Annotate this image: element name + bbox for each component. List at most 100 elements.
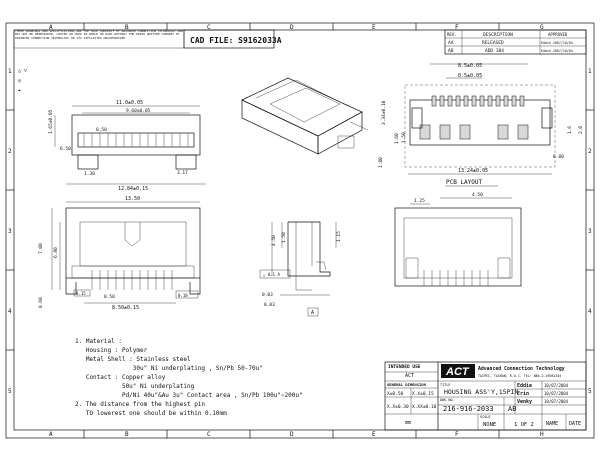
tol-1b: X.X±0.15 (412, 391, 434, 397)
dim-front-tol2: 0.18 (178, 293, 188, 298)
approved-date: 10/07/2004 (544, 399, 569, 404)
dim-top-pitch: 9.60±0.05 (126, 108, 151, 114)
drawing-title: HOUSING ASS'Y,15PIN (444, 388, 518, 396)
general-dim-label: GENERAL DIMENSION (387, 382, 427, 387)
note-line-8: TO lowerest one should be within 0.10mm (75, 410, 227, 417)
dim-front-h2: 6.80 (53, 247, 59, 258)
col-A: A (49, 24, 53, 31)
dim-bot-w2: 4.50 (472, 192, 483, 198)
dim-side-h3: 1.15 (336, 231, 342, 242)
intended-use-value: ACT (405, 373, 414, 379)
dim-front-pin: 0.50 (104, 294, 115, 300)
dim-front-tol: 0.15 (76, 291, 86, 296)
scale-value: NONE (483, 422, 496, 428)
col-G: G (540, 24, 544, 31)
note-line-4: Contact : Copper alloy (75, 374, 166, 381)
note-line-2: Metal Shell : Stainless steel (75, 356, 191, 363)
dim-front-h1: 7.00 (38, 243, 44, 254)
dim-top-span: 12.84±0.15 (118, 186, 148, 192)
units: mm (405, 420, 411, 426)
dim-pcb-h4: 1.80 (378, 157, 384, 168)
inner-frame (13, 29, 587, 431)
dim-side-h1: 4.50 (271, 235, 277, 246)
top-view: 11.0±0.05 9.60±0.05 0.50 1.65±0.05 1.30 … (48, 100, 206, 192)
notes: 1. Material : Housing : Polymer Metal Sh… (75, 338, 303, 417)
company-sub: TAIPEI, TAIWAN, R.O.C. TEL: 886-2-269813… (478, 374, 561, 378)
approved-by: Venky (517, 399, 532, 405)
date-col: DATE (569, 421, 581, 427)
pcb-pads (419, 95, 529, 140)
drawn-date: 10/07/2004 (544, 383, 569, 388)
dim-pcb-h1: 3.34±0.10 (381, 100, 387, 125)
svg-text:◎: ◎ (18, 78, 21, 84)
rev-value: AB (508, 405, 516, 413)
dim-top-width: 11.0±0.05 (116, 100, 143, 106)
row-4-right: 4 (588, 308, 592, 315)
bottom-view: 1.25 4.50 (394, 192, 522, 287)
dim-pcb-r: 1.6 (567, 126, 573, 134)
dim-side-h2: 1.50 (281, 232, 287, 243)
svg-text:A: A (311, 310, 314, 316)
rev-row-1-appr: Eddie 2007/10/04 (541, 41, 573, 45)
note-line-7: 2. The distance from the highest pin (75, 401, 205, 408)
col-A-bottom: A (49, 431, 53, 438)
sheet-value: 1 OF 2 (514, 422, 534, 428)
row-3-right: 3 (588, 228, 592, 235)
col-C: C (207, 24, 211, 31)
dim-pcb-rr: 2.0 (578, 126, 584, 134)
desc-col-header: DESCRIPTION (483, 32, 513, 38)
col-F-bottom: F (455, 431, 459, 438)
row-4: 4 (8, 308, 12, 315)
intended-use-label: INTENDED USE (388, 364, 421, 370)
col-B-bottom: B (125, 431, 129, 438)
scale-label: SCALE (480, 415, 491, 419)
dim-pcb-h3: 1.50 (401, 132, 407, 143)
pcb-layout-label: PCB LAYOUT (446, 179, 483, 186)
dim-side-b: 0.03 (264, 302, 275, 308)
dim-top-h: 1.65±0.05 (48, 109, 54, 134)
row-2: 2 (8, 148, 12, 155)
note-line-0: 1. Material : (75, 338, 122, 345)
dim-side-a: 0.03 (262, 292, 273, 298)
checked-date: 10/07/2004 (544, 391, 569, 396)
dim-top-g: 6.50 (60, 146, 71, 152)
col-B: B (125, 24, 129, 31)
dim-pcb-h2: 1.60 (394, 133, 400, 144)
rev-col-header: REV. (447, 32, 457, 37)
note-line-5: 50u" Ni underplating (75, 383, 195, 390)
dim-pcb-d: 0.80 (553, 154, 564, 160)
disclaimer-fo: THESE DRAWINGS AND SPECIFICATIONS ARE TH… (15, 30, 183, 40)
row-5: 5 (8, 388, 12, 395)
dim-bot-w1: 1.25 (414, 198, 425, 204)
rev-row-1-rev: AA (448, 40, 454, 46)
row-markers: 1 2 3 4 5 1 2 3 4 5 (6, 68, 594, 395)
dwg-no-label: DWG NO. (440, 398, 455, 402)
title-block: INTENDED USE ACT GENERAL DIMENSION X±0.5… (384, 361, 587, 431)
dim-pcb-w1: 8.5±0.05 (458, 63, 482, 69)
front-view: 13.50 7.00 6.80 8.60 0.50 8.50±0.15 0.15… (38, 196, 201, 311)
dim-top-pad: 0.50 (96, 127, 107, 133)
dim-front-w: 13.50 (125, 196, 140, 202)
row-1-right: 1 (588, 68, 592, 75)
col-D: D (290, 24, 294, 31)
rev-row-2-appr: Eddie 2007/10/04 (541, 49, 573, 53)
svg-text:△ 0.1 A: △ 0.1 A (263, 272, 280, 277)
row-2-right: 2 (588, 148, 592, 155)
note-line-1: Housing : Polymer (75, 347, 148, 354)
dim-front-w2: 8.60 (38, 297, 44, 308)
approved-col-header: APPROVED (548, 32, 568, 37)
col-C-bottom: C (207, 431, 211, 438)
tol-2b: X.XX±0.10 (412, 404, 437, 410)
col-D-bottom: D (290, 431, 294, 438)
revision-table: REV. DESCRIPTION APPROVED AA RELEASED Ed… (444, 29, 587, 55)
row-5-right: 5 (588, 388, 592, 395)
col-F: F (455, 24, 459, 31)
col-H-bottom: H (540, 431, 544, 438)
checked-by: Erin (517, 391, 529, 397)
rev-row-2-rev: AB (448, 48, 454, 54)
row-3: 3 (8, 228, 12, 235)
disclaimer-text: THESE DRAWINGS AND SPECIFICATIONS ARE TH… (15, 30, 183, 40)
rev-row-1-desc: RELEASED (482, 40, 504, 46)
